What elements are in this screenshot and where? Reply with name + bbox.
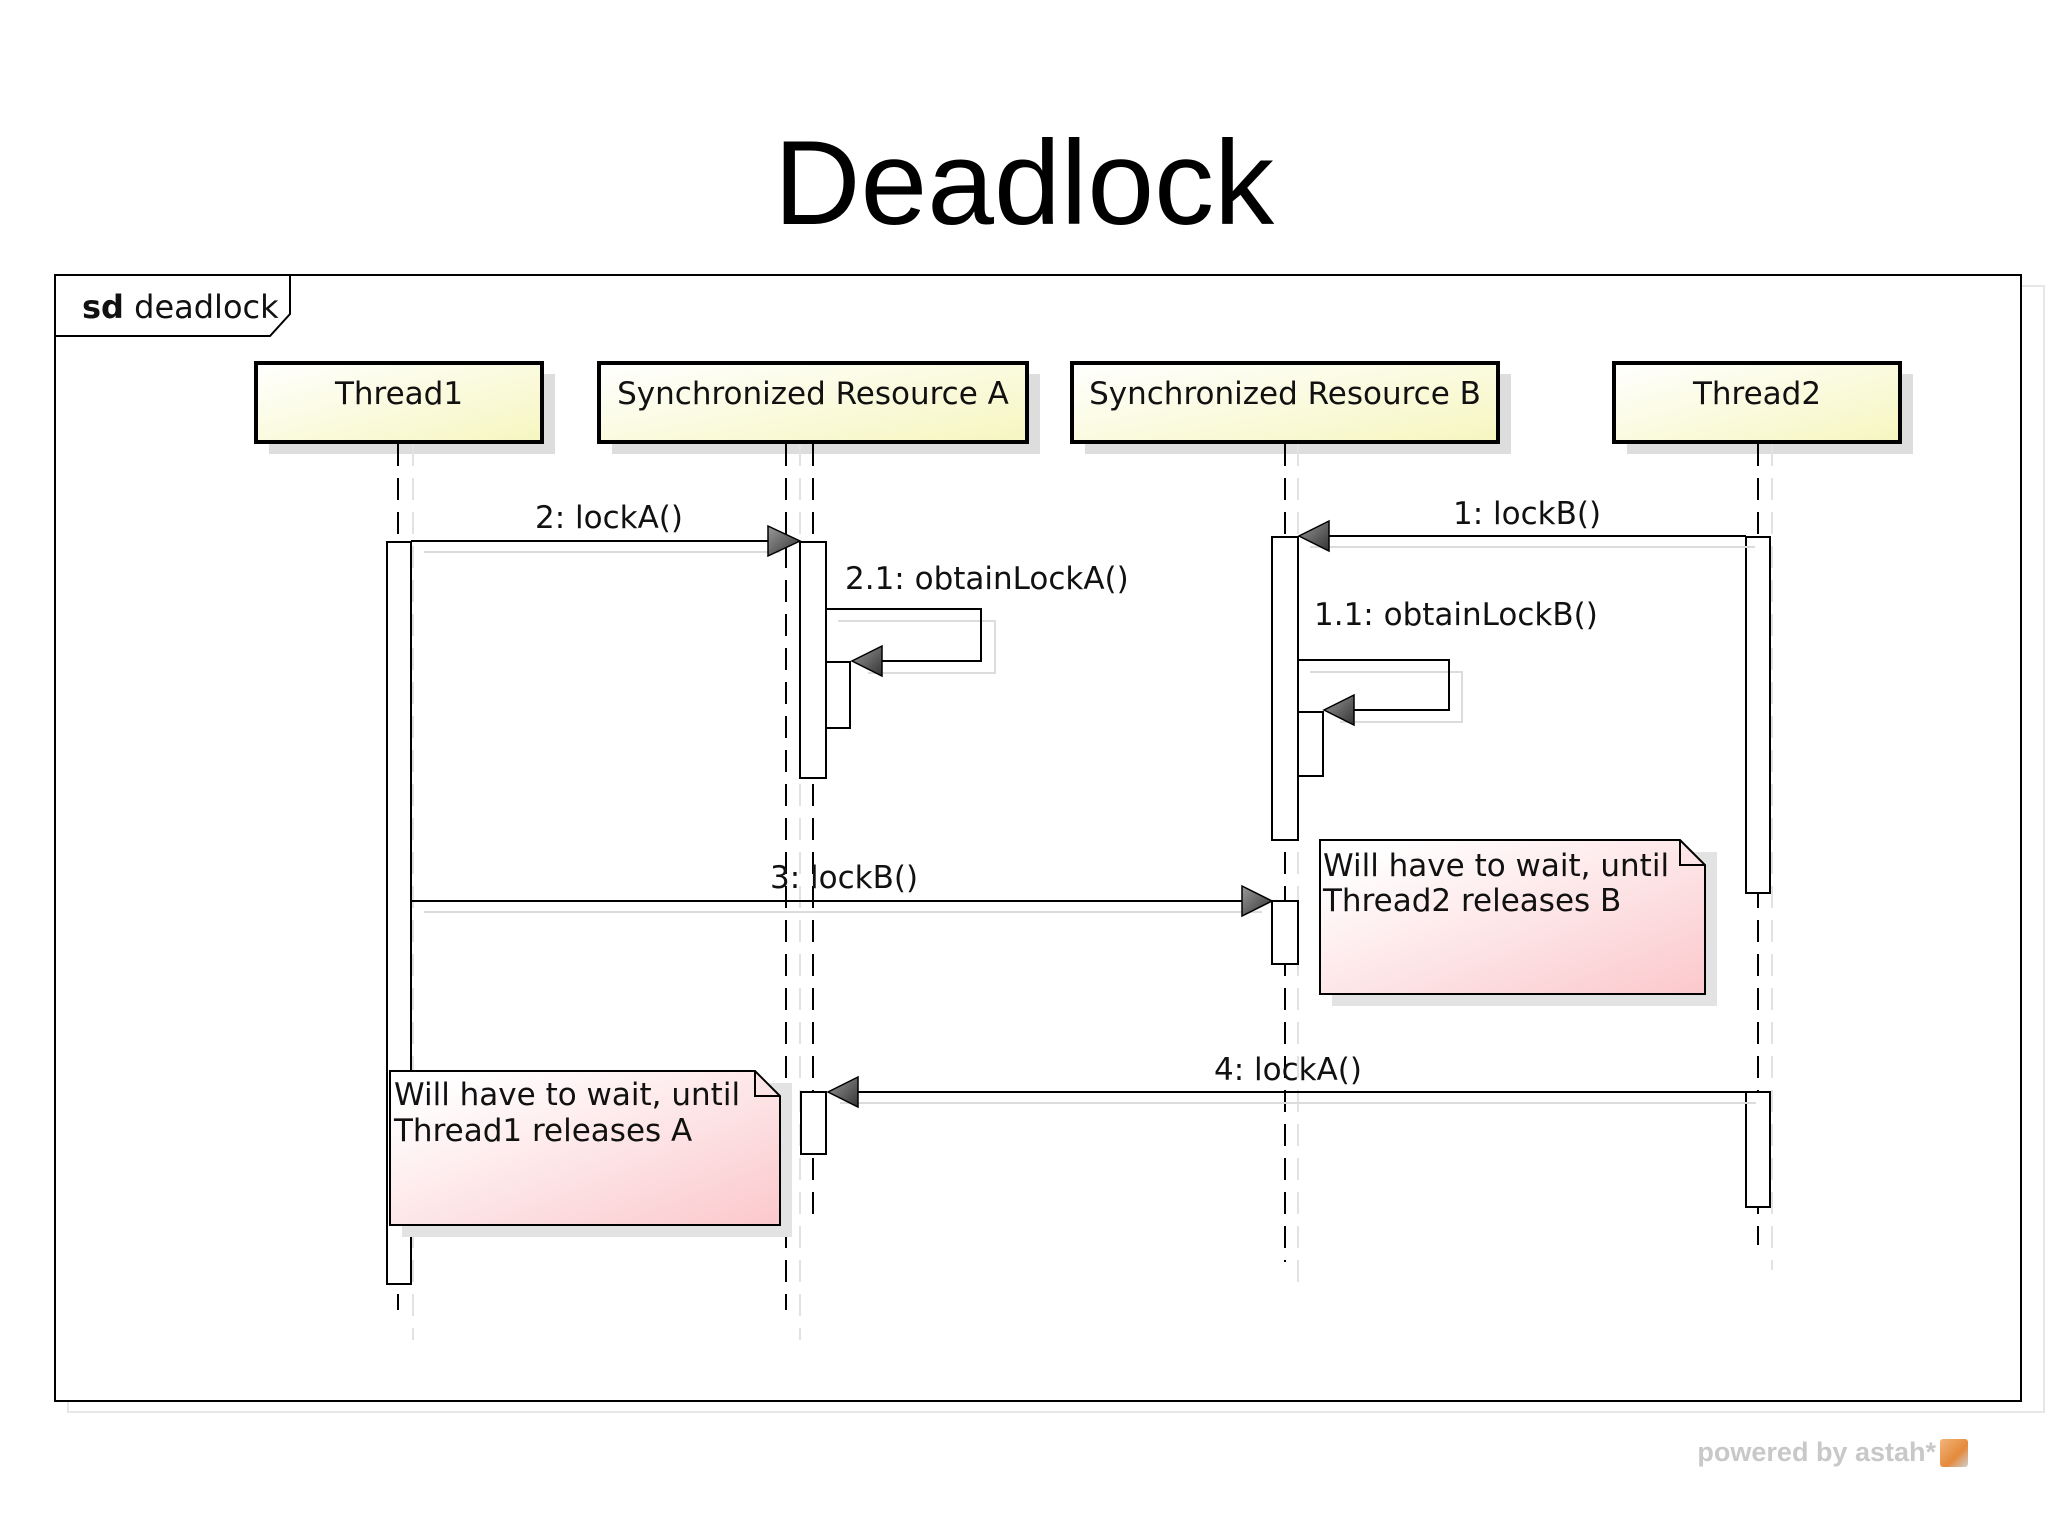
message-4-lockA: 4: lockA(): [826, 1052, 1756, 1109]
note-line-1: Will have to wait, until: [1323, 848, 1669, 884]
activation-resource-b-main: [1271, 536, 1299, 841]
arrow-head-icon: [1322, 693, 1355, 727]
activation-resource-b-wait: [1271, 900, 1299, 965]
note-line-2: Thread1 releases A: [393, 1113, 692, 1149]
lifeline-label-resource-b: Synchronized Resource B: [1089, 376, 1481, 412]
lifeline-label-thread2: Thread2: [1692, 376, 1821, 412]
message-label: 2.1: obtainLockA(): [845, 561, 1129, 597]
message-1-lockB: 1: lockB(): [1297, 496, 1755, 553]
lifeline-label-resource-a: Synchronized Resource A: [617, 376, 1009, 412]
lifeline-head-thread1: [254, 361, 544, 444]
note-line-1: Will have to wait, until: [394, 1077, 740, 1113]
message-3-lockB: 3: lockB(): [411, 860, 1274, 918]
lifeline-head-resource-b: [1070, 361, 1500, 444]
message-1-1-obtainLockB: 1.1: obtainLockB(): [1298, 597, 1598, 727]
message-label: 4: lockA(): [1214, 1052, 1362, 1088]
arrow-head-icon: [850, 644, 883, 678]
astah-logo-icon: [1940, 1439, 1968, 1467]
activation-resource-a-wait: [800, 1091, 827, 1155]
message-label: 3: lockB(): [770, 860, 918, 896]
arrow-head-icon: [767, 524, 802, 558]
lifeline-head-resource-a: [597, 361, 1029, 444]
watermark-text: powered by astah*: [1697, 1437, 1936, 1467]
lifeline-label-thread1: Thread1: [334, 376, 463, 412]
frame-name: deadlock: [134, 288, 279, 326]
slide-title: Deadlock: [773, 116, 1275, 250]
message-2-1-obtainLockA: 2.1: obtainLockA(): [826, 561, 1129, 678]
activation-resource-a-main: [799, 541, 827, 779]
activation-resource-a-self: [825, 661, 851, 729]
frame: sd deadlock: [54, 274, 2045, 1413]
activation-thread2-first: [1745, 536, 1771, 894]
frame-keyword: sd: [82, 288, 124, 326]
lifeline-resource-b: Synchronized Resource B: [1070, 361, 1511, 454]
message-2-lockA: 2: lockA(): [411, 500, 802, 558]
lifeline-head-thread2: [1612, 361, 1902, 444]
arrow-head-icon: [1297, 519, 1330, 553]
activation-resource-b-self: [1297, 711, 1324, 777]
message-label: 2: lockA(): [535, 500, 683, 536]
frame-label: sd deadlock: [82, 288, 279, 326]
lifeline-thread1: Thread1: [254, 361, 555, 454]
arrow-head-icon: [1241, 884, 1274, 918]
lifeline-thread2: Thread2: [1612, 361, 1913, 454]
message-label: 1.1: obtainLockB(): [1314, 597, 1598, 633]
note-wait-thread1: Will have to wait, until Thread1 release…: [389, 1070, 792, 1237]
note-line-2: Thread2 releases B: [1322, 883, 1621, 919]
arrow-head-icon: [826, 1075, 859, 1109]
message-label: 1: lockB(): [1453, 496, 1601, 532]
lifeline-resource-a: Synchronized Resource A: [597, 361, 1040, 454]
astah-watermark: powered by astah*: [1697, 1437, 1968, 1468]
note-wait-thread2: Will have to wait, until Thread2 release…: [1319, 839, 1717, 1006]
activation-thread2-second: [1745, 1091, 1771, 1208]
